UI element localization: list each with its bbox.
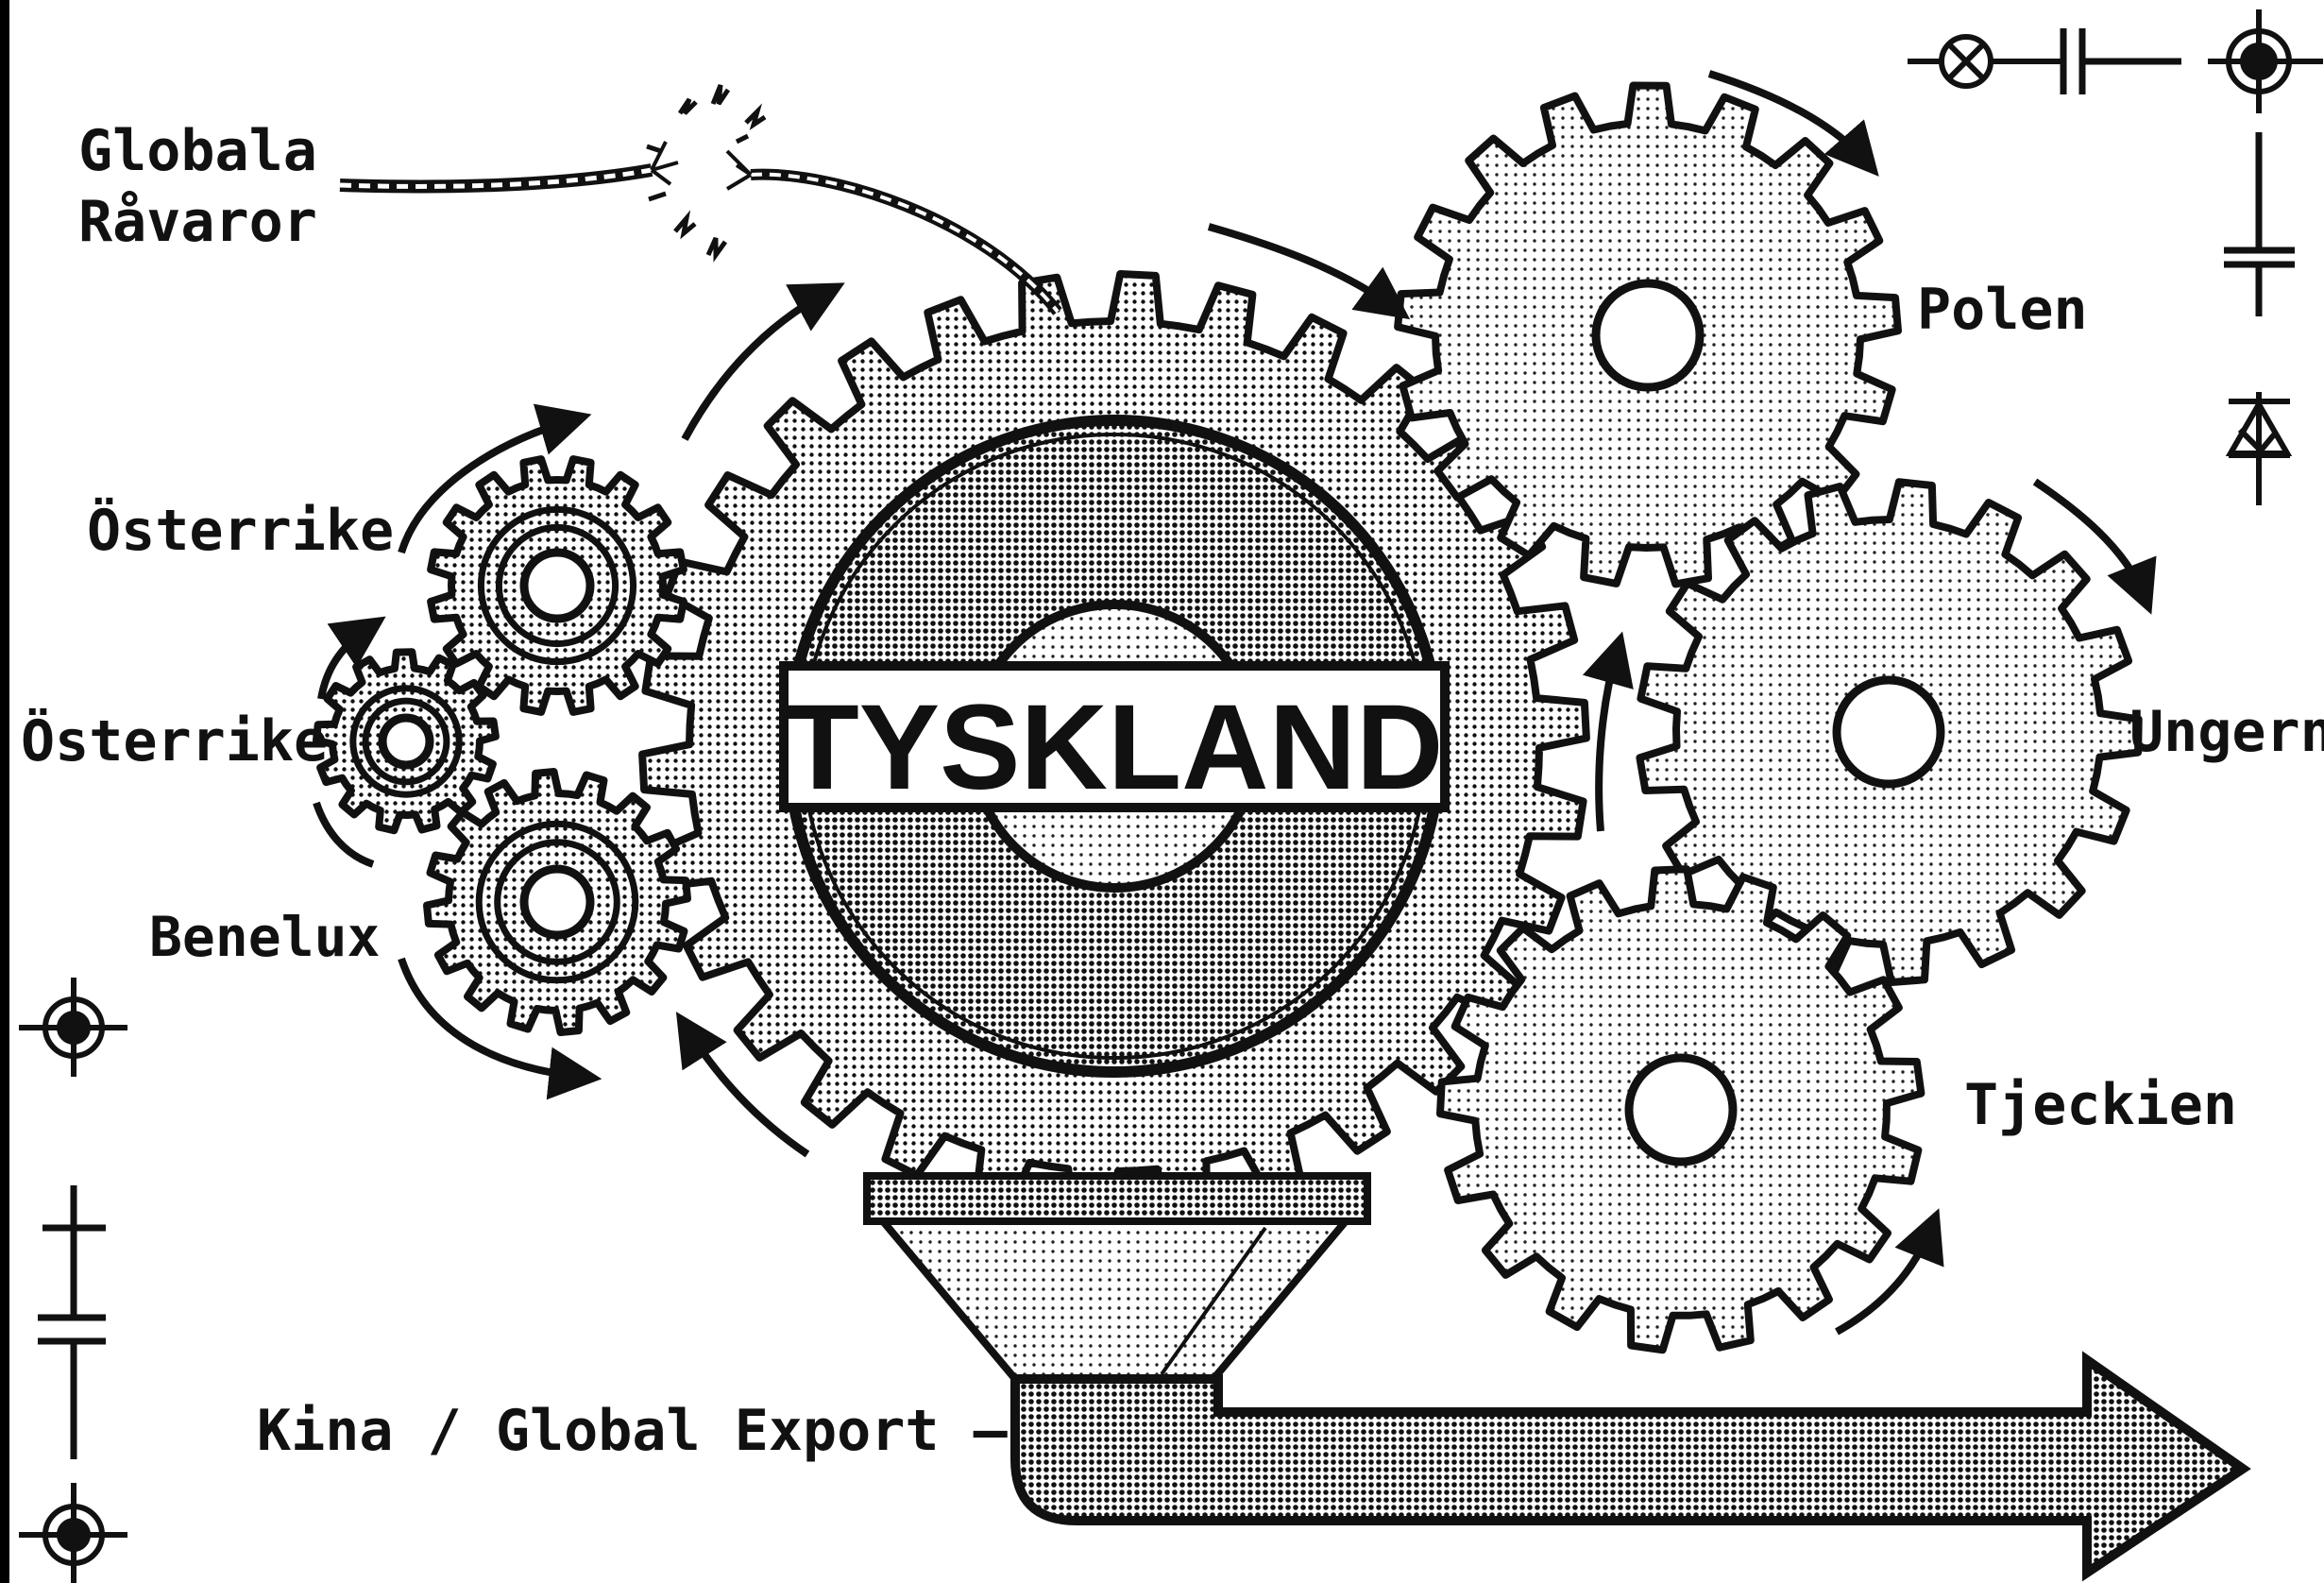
tyskland-plate <box>779 661 1450 812</box>
austria-upper-gear-ring <box>477 505 637 666</box>
czechia-gear <box>1436 865 1925 1354</box>
benelux-label: Benelux <box>149 905 380 969</box>
diode-symbol-icon <box>2225 392 2293 505</box>
czechia-label: Tjeckien <box>1964 1072 2237 1138</box>
target-symbol-icon <box>19 1483 127 1583</box>
rotation-arrows <box>313 70 2157 1336</box>
funnel-icon <box>863 1172 1371 1383</box>
austria-lower-gear-ring <box>362 697 450 786</box>
austria-upper-gear <box>427 455 687 716</box>
raw-materials-label-line2: Råvaror <box>78 189 317 255</box>
export-arrow-icon <box>1010 1351 2251 1582</box>
hungary-gear <box>1636 478 2143 986</box>
benelux-gear-ring <box>494 839 620 965</box>
poland-label: Polen <box>1917 277 2088 343</box>
target-symbol-icon <box>2208 9 2323 113</box>
hungary-label: Ungern <box>2129 699 2324 765</box>
austria-lower-gear-ring <box>349 685 463 798</box>
spark-icon <box>646 84 767 263</box>
tyskland-hub: TYSKLAND <box>779 415 1450 1078</box>
austria-lower-gear-axle-hole <box>378 713 434 770</box>
austria-lower-gear <box>313 648 500 835</box>
austria-lower-label: Österrike <box>21 707 328 774</box>
frayed-wire-icon <box>339 141 1062 315</box>
export-label: Kina / Global Export — <box>257 1398 1009 1464</box>
benelux-gear <box>423 768 691 1036</box>
raw-materials-label-line1: Globala <box>78 118 317 184</box>
czechia-gear-axle-hole <box>1624 1053 1738 1166</box>
poland-gear <box>1394 81 1902 588</box>
hungary-gear-axle-hole <box>1832 675 1945 789</box>
austria-upper-label: Österrike <box>87 497 394 564</box>
austria-upper-gear-axle-hole <box>519 548 595 623</box>
benelux-gear-axle-hole <box>519 864 595 940</box>
tyskland-label: TYSKLAND <box>786 680 1444 815</box>
capacitor-symbol-icon <box>2224 132 2295 316</box>
capacitor-symbol-icon <box>2060 28 2181 94</box>
austria-upper-gear-ring <box>495 523 619 648</box>
poland-gear-axle-hole <box>1591 279 1705 392</box>
capacitor-symbol-icon <box>38 1185 106 1459</box>
lamp-symbol-icon <box>1908 34 2063 89</box>
target-symbol-icon <box>19 978 127 1077</box>
benelux-gear-ring <box>475 820 639 984</box>
